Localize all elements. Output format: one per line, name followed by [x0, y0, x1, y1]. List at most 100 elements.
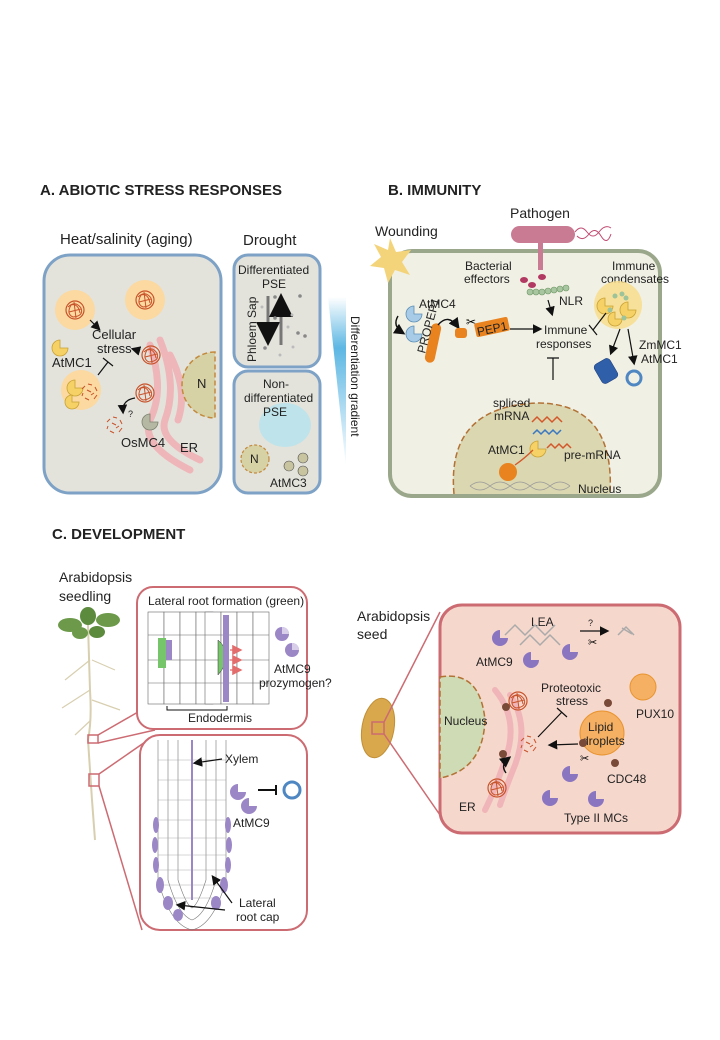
cdc48 [499, 750, 507, 758]
inhibition-line [547, 357, 559, 380]
cleavage-arrow [437, 316, 460, 330]
atmc9-metacaspase [492, 630, 508, 646]
nucleus-label: N [197, 376, 206, 391]
atmc1-nucleus-label: AtMC1 [488, 443, 525, 457]
immune-responses-label-1: Immune [544, 323, 588, 337]
root-tip-panel [139, 734, 308, 931]
arrow [211, 875, 233, 904]
arrow [130, 346, 142, 356]
lateral-root-formation-label: Lateral root formation (green) [148, 594, 304, 608]
atmc1-metacaspase [64, 394, 80, 410]
cdc48-label: CDC48 [607, 772, 647, 786]
pep1-label: PEP1 [476, 319, 509, 339]
atmc9-seed-label: AtMC9 [476, 655, 513, 669]
atmc1-b-label: AtMC1 [641, 352, 678, 366]
activation-arrow [392, 315, 406, 335]
heat-title: Heat/salinity (aging) [60, 231, 193, 248]
endodermis-label: Endodermis [188, 711, 252, 725]
seedling-illustration [58, 607, 121, 841]
arrow [117, 397, 136, 415]
xylem-label: Xylem [225, 752, 258, 766]
seedling-label-1: Arabidopsis [59, 569, 132, 585]
question-mark: ? [128, 409, 133, 419]
differentiation-gradient [328, 297, 346, 467]
atmc1-label: AtMC1 [52, 355, 92, 370]
osmc4-label: OsMC4 [121, 435, 165, 450]
panel-b: B. IMMUNITY Pathogen Wounding Bacterial … [370, 182, 682, 498]
protein-aggregate [508, 691, 528, 711]
atmc4-metacaspase [405, 305, 423, 323]
scissors-icon: ✂ [588, 637, 597, 649]
nlr-label: NLR [559, 294, 583, 308]
lateral-root-cap-label-1: Lateral [239, 896, 276, 910]
immune-condensates-label-1: Immune [612, 259, 656, 273]
nucleus-label-2: N [250, 452, 259, 466]
polymerase [499, 463, 517, 481]
pux10-label: PUX10 [636, 707, 674, 721]
arrow [609, 328, 621, 356]
lea-label: LEA [531, 615, 554, 629]
atmc1-metacaspase [529, 440, 547, 458]
protein-aggregate [487, 778, 507, 798]
nucleus [181, 351, 216, 419]
endodermis-atmc9 [166, 640, 172, 660]
sap-particles [260, 294, 307, 357]
atmc9-metacaspase [241, 798, 257, 814]
nlr-chain [526, 284, 570, 296]
endodermis-atmc9 [223, 615, 229, 702]
seed-label-2: seed [357, 626, 387, 642]
protein-aggregate [141, 345, 161, 365]
pathogen-injector [538, 243, 543, 270]
bacterial-effectors [520, 274, 546, 288]
ring-complex-icon [282, 780, 302, 800]
pux10-droplet [629, 673, 657, 701]
seed-label-1: Arabidopsis [357, 608, 430, 624]
cdc48 [579, 739, 587, 747]
cdc48 [604, 699, 612, 707]
propep1-body [424, 323, 442, 363]
nondiff-label-2: differentiated [244, 391, 313, 405]
lateral-root-primordium [158, 638, 166, 668]
proteotoxic-label-2: stress [556, 694, 588, 708]
zoom-box-1 [87, 734, 99, 744]
lea-protein [504, 623, 556, 637]
atmc9-prozymogen-label-2: prozymogen? [259, 676, 332, 690]
type2-metacaspase [562, 766, 578, 782]
bacterial-effectors-label-1: Bacterial [465, 259, 512, 273]
er-seed-label: ER [459, 800, 476, 814]
er-label: ER [180, 440, 198, 455]
nucleus-b-label: Nucleus [578, 482, 621, 496]
rna-strand [532, 428, 562, 436]
lea-question-mark: ? [588, 618, 593, 628]
spliced-mrna-label-1: spliced [493, 396, 530, 410]
panel-c-title: C. DEVELOPMENT [52, 526, 185, 543]
atmc9-metacaspase [230, 784, 246, 800]
nucleus-seed-label: Nucleus [444, 714, 487, 728]
drought-title: Drought [243, 232, 297, 249]
cdc48 [502, 703, 510, 711]
arrow [627, 328, 638, 366]
zmmc1-label: ZmMC1 [639, 338, 682, 352]
spliced-mrna-label-2: mRNA [494, 409, 529, 423]
phloem-sap-label: Phloem Sap [245, 296, 259, 362]
scissors-icon: ✂ [466, 315, 476, 329]
cellular-stress-label-1: Cellular [92, 327, 137, 342]
premrna-label: pre-mRNA [564, 448, 621, 462]
root-tip-cells [157, 740, 227, 931]
type2-metacaspase [542, 790, 558, 806]
resistosome-icon [593, 358, 619, 384]
scissors-icon: ✂ [580, 753, 589, 765]
arrow [545, 299, 555, 317]
arrow [498, 756, 512, 774]
panel-a: A. ABIOTIC STRESS RESPONSES Heat/salinit… [40, 182, 362, 495]
flagella [574, 226, 612, 241]
pep1-peptide [474, 316, 510, 338]
nucleus [240, 444, 270, 474]
seed-illustration [360, 697, 396, 759]
nondiff-label-3: PSE [263, 405, 287, 419]
vacuole [259, 403, 311, 447]
lipid-droplet [579, 710, 625, 756]
arrow [192, 757, 223, 767]
cleaved-lea [617, 625, 635, 636]
atmc9-metacaspase [523, 652, 539, 668]
